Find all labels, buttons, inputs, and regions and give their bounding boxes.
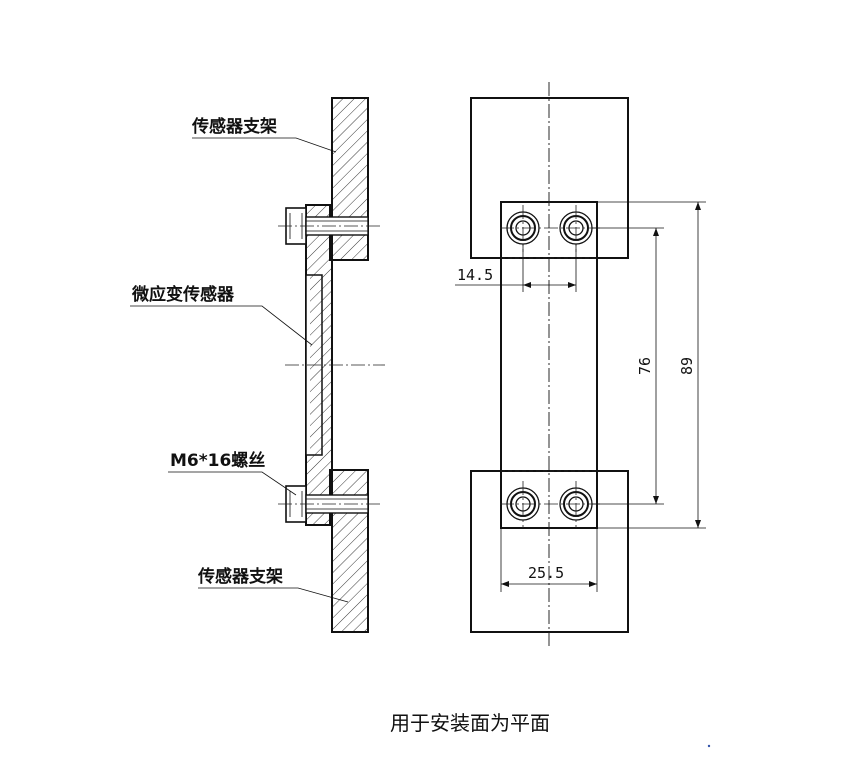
label-top-bracket: 传感器支架 <box>191 116 277 137</box>
mounting-note: 用于安装面为平面 <box>390 711 550 735</box>
dim-14-5-text: 14.5 <box>457 266 493 284</box>
bottom-bracket-section <box>331 469 369 633</box>
front-top-bracket <box>470 97 629 259</box>
dimension-14-5: 14.5 <box>455 244 577 292</box>
bolt-holes <box>500 205 600 528</box>
label-bottom-bracket: 传感器支架 <box>197 566 283 587</box>
dimension-25-5: 25.5 <box>500 528 598 592</box>
dimension-89: 89 <box>597 201 706 529</box>
dim-89-text: 89 <box>678 357 696 375</box>
dim-25-5-text: 25.5 <box>528 564 564 582</box>
dim-76-text: 76 <box>636 357 654 375</box>
dimension-76: 76 <box>592 227 664 505</box>
front-bottom-bracket <box>470 470 629 633</box>
front-view: 14.5 25.5 76 89 <box>455 82 706 648</box>
label-m6-screw: M6*16螺丝 <box>170 450 265 471</box>
side-view: 传感器支架 微应变传感器 M6*16螺丝 传感器支架 <box>130 97 385 633</box>
label-strain-sensor: 微应变传感器 <box>131 284 235 305</box>
